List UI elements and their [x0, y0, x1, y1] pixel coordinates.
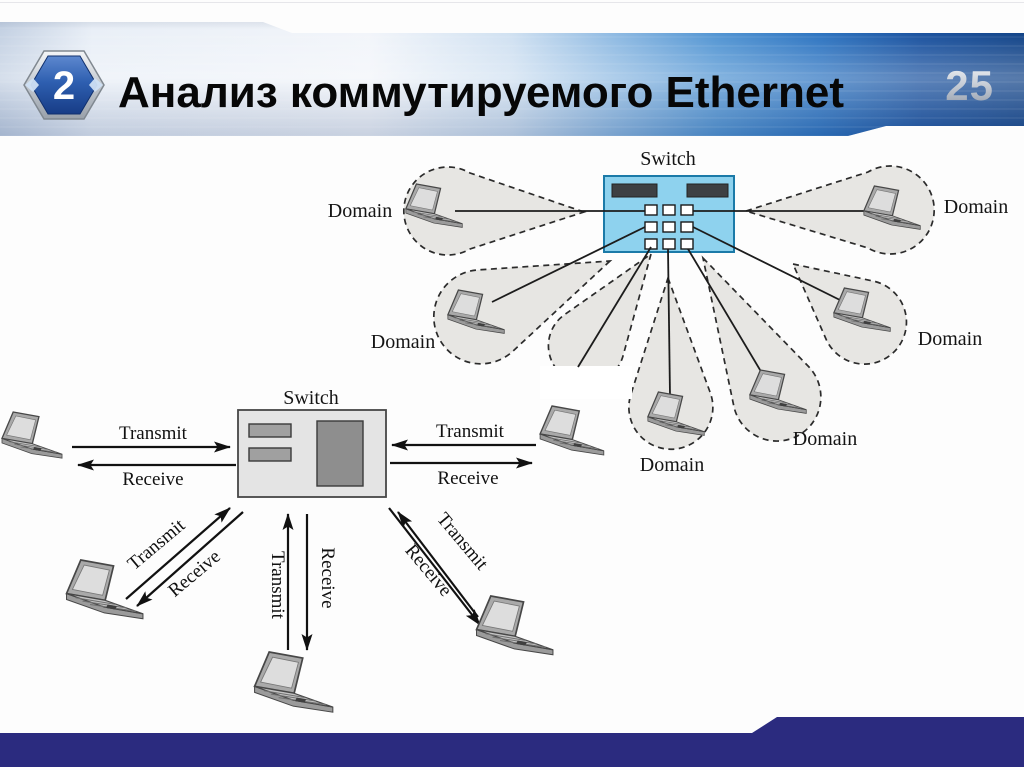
hexagon-left-glint	[25, 78, 39, 92]
page-number: 25	[945, 62, 994, 109]
slide-section-badge: 2	[23, 50, 105, 120]
receive-label: Receive	[437, 468, 498, 489]
domain-cone-cropped	[547, 251, 653, 385]
upper-switch-ports	[644, 204, 694, 250]
domain-label: Domain	[640, 454, 704, 476]
domain-cone-top-right	[743, 165, 936, 255]
upper-switch-vent-left	[611, 183, 658, 198]
domain-label: Domain	[944, 196, 1008, 218]
laptop-icon	[475, 595, 554, 656]
receive-label: Receive	[122, 469, 183, 490]
wire-bottom-center	[667, 248, 671, 397]
lower-switch-module	[316, 420, 364, 487]
domain-label: Domain	[918, 328, 982, 350]
lower-switch-slot-1	[248, 423, 292, 438]
laptop-icon	[539, 405, 605, 456]
laptop-icon	[253, 651, 334, 714]
receive-label: Receive	[401, 540, 456, 600]
crop-patch	[540, 366, 632, 399]
upper-switch-vent-right	[686, 183, 729, 198]
wire-middle-left	[491, 226, 646, 303]
receive-arrow-bottom-left	[136, 511, 244, 607]
lower-switch-label: Switch	[283, 387, 339, 409]
transmit-arrow-bottom-left	[125, 507, 231, 600]
upper-switch-label: Switch	[640, 148, 696, 170]
wire-cropped	[577, 246, 652, 368]
domain-label: Domain	[793, 428, 857, 450]
transmit-label: Transmit	[124, 514, 190, 574]
transmit-label: Transmit	[436, 421, 505, 442]
domain-label: Domain	[371, 331, 435, 353]
transmit-arrow-bottom-right	[397, 511, 479, 618]
transmit-label: Transmit	[119, 423, 188, 444]
domain-cone-middle-left	[433, 259, 613, 365]
receive-arrow-bottom-right	[388, 507, 481, 626]
header-band	[0, 22, 1024, 136]
transmit-label: Transmit	[267, 551, 288, 620]
lower-switch-slot-2	[248, 447, 292, 462]
hexagon-right-glint	[89, 78, 103, 92]
transmit-label: Transmit	[432, 509, 492, 575]
receive-label: Receive	[317, 547, 338, 608]
domain-label: Domain	[328, 200, 392, 222]
slide-title: Анализ коммутируемого Ethernet	[118, 68, 845, 117]
domain-cone-bottom-right	[701, 255, 822, 442]
domain-cone-bottom-center	[628, 275, 714, 451]
top-hairline	[0, 2, 1024, 3]
wire-middle-right	[692, 226, 853, 307]
wire-bottom-right	[687, 248, 773, 391]
section-number: 2	[53, 64, 75, 108]
laptop-icon	[1, 411, 63, 459]
